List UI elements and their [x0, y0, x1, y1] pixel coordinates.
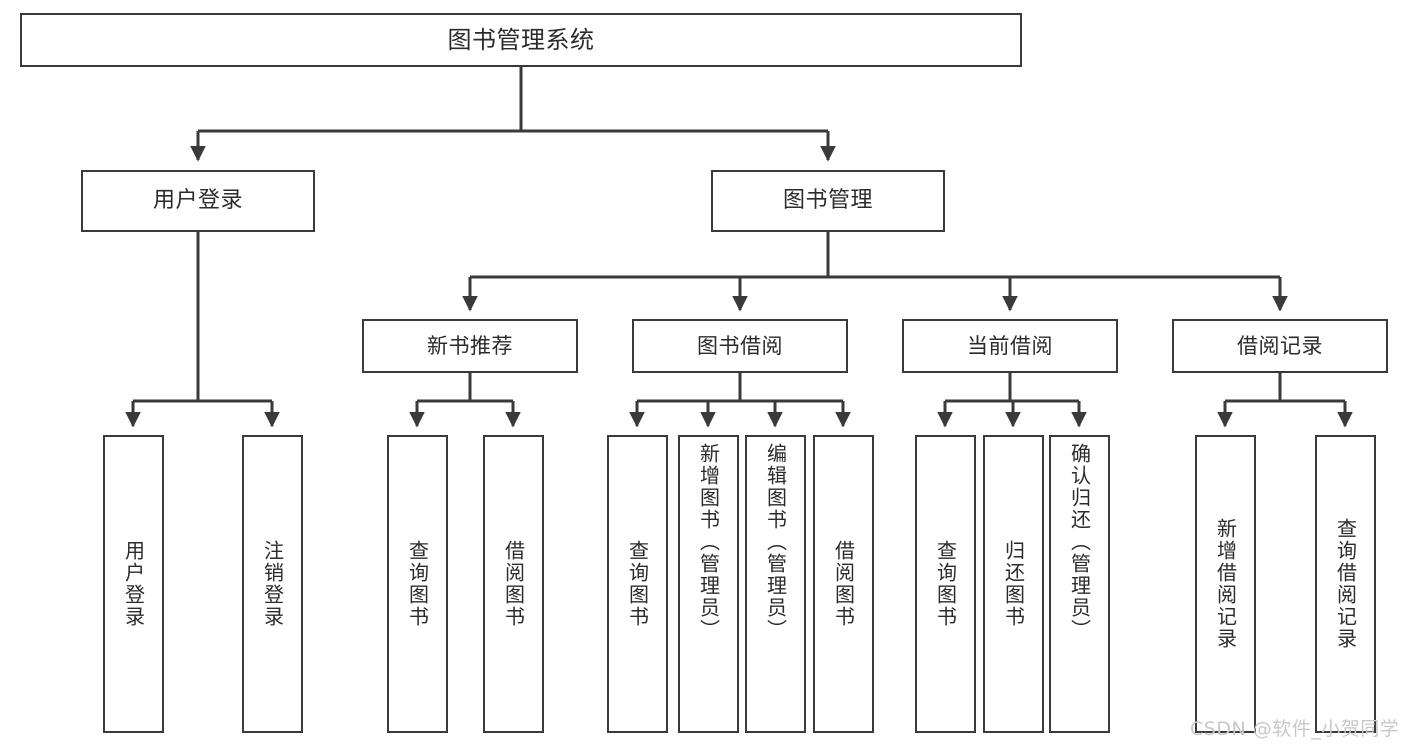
node-图书借阅[interactable]: 图书借阅: [632, 319, 848, 373]
node-label: 注销登录: [260, 540, 285, 628]
node-借阅图书[interactable]: 借阅图书: [483, 435, 544, 733]
node-label: 新增借阅记录: [1213, 518, 1238, 650]
node-label: 新书推荐: [427, 333, 513, 358]
node-确认归还管理员[interactable]: 确认归还（管理员）: [1049, 435, 1110, 733]
node-注销登录[interactable]: 注销登录: [242, 435, 303, 733]
node-新书推荐[interactable]: 新书推荐: [362, 319, 578, 373]
node-root-book-management-system[interactable]: 图书管理系统: [20, 13, 1022, 67]
node-label: 编辑图书（管理员）: [763, 443, 788, 641]
node-label: 新增图书（管理员）: [696, 443, 721, 641]
node-用户登录[interactable]: 用户登录: [81, 170, 315, 232]
node-label: 借阅图书: [831, 540, 856, 628]
node-label: 图书借阅: [697, 333, 783, 358]
node-label: 当前借阅: [967, 333, 1053, 358]
node-root-label: 图书管理系统: [447, 25, 595, 54]
node-label: 查询借阅记录: [1333, 518, 1358, 650]
node-label: 用户登录: [152, 188, 243, 214]
node-查询图书[interactable]: 查询图书: [387, 435, 448, 733]
node-label: 查询图书: [933, 540, 958, 628]
csdn-watermark: CSDN @软件_小贺同学: [1190, 718, 1400, 740]
node-借阅图书[interactable]: 借阅图书: [813, 435, 874, 733]
node-查询图书[interactable]: 查询图书: [915, 435, 976, 733]
node-label: 确认归还（管理员）: [1067, 443, 1092, 641]
node-新增图书管理员[interactable]: 新增图书（管理员）: [678, 435, 739, 733]
node-图书管理[interactable]: 图书管理: [711, 170, 945, 232]
node-借阅记录[interactable]: 借阅记录: [1172, 319, 1388, 373]
node-查询图书[interactable]: 查询图书: [607, 435, 668, 733]
node-label: 用户登录: [121, 540, 146, 628]
node-label: 归还图书: [1001, 540, 1026, 628]
node-label: 借阅图书: [501, 540, 526, 628]
node-用户登录[interactable]: 用户登录: [103, 435, 164, 733]
node-归还图书[interactable]: 归还图书: [983, 435, 1044, 733]
node-label: 查询图书: [405, 540, 430, 628]
node-当前借阅[interactable]: 当前借阅: [902, 319, 1118, 373]
node-查询借阅记录[interactable]: 查询借阅记录: [1315, 435, 1376, 733]
node-编辑图书管理员[interactable]: 编辑图书（管理员）: [745, 435, 806, 733]
node-label: 查询图书: [625, 540, 650, 628]
node-新增借阅记录[interactable]: 新增借阅记录: [1195, 435, 1256, 733]
node-label: 图书管理: [782, 188, 873, 214]
node-label: 借阅记录: [1237, 333, 1323, 358]
